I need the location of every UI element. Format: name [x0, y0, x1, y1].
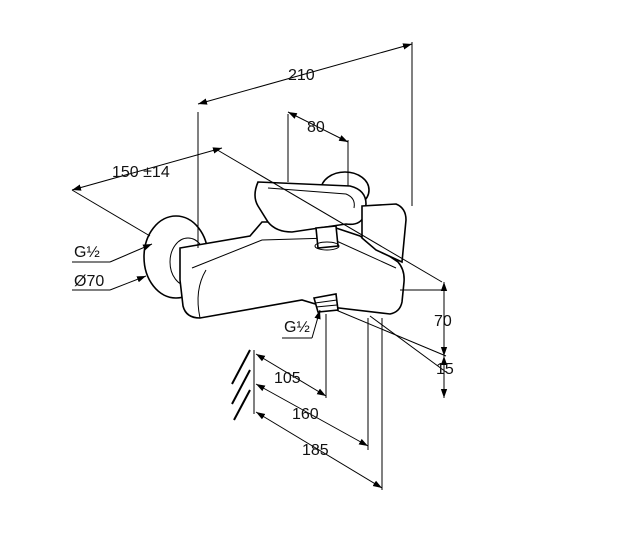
lever-top-highlight: [267, 187, 355, 209]
lever-stem: [315, 225, 339, 249]
label-185: 185: [302, 442, 329, 459]
label-thread-left: G½: [74, 244, 100, 261]
callout-thread-left: G½: [72, 243, 153, 263]
label-80: 80: [307, 119, 325, 136]
label-70: 70: [434, 313, 452, 330]
label-150: 150 ±14: [112, 164, 170, 181]
spout-outlet-thread: [314, 299, 338, 308]
label-160: 160: [292, 406, 319, 423]
callout-diameter: Ø70: [72, 273, 147, 291]
label-15: 15: [436, 361, 454, 378]
housing-front-edge: [197, 269, 207, 319]
housing-top-face: [191, 237, 397, 269]
faucet-body: [143, 171, 407, 319]
dimension-70-15: 70 15: [335, 282, 454, 398]
callout-thread-outlet: G½: [282, 309, 321, 339]
control-lever: [254, 181, 367, 233]
dimension-80: 80: [287, 111, 349, 186]
dimension-150: 150 ±14: [71, 147, 443, 283]
label-thread-outlet: G½: [284, 319, 310, 336]
wall-hatching: [231, 349, 251, 421]
dimension-depths: 105 160 185: [253, 314, 383, 490]
label-diameter: Ø70: [74, 273, 104, 290]
label-210: 210: [288, 67, 315, 84]
lever-side-block: [361, 203, 407, 264]
lever-stem-ring: [314, 241, 340, 251]
label-105: 105: [274, 370, 301, 387]
